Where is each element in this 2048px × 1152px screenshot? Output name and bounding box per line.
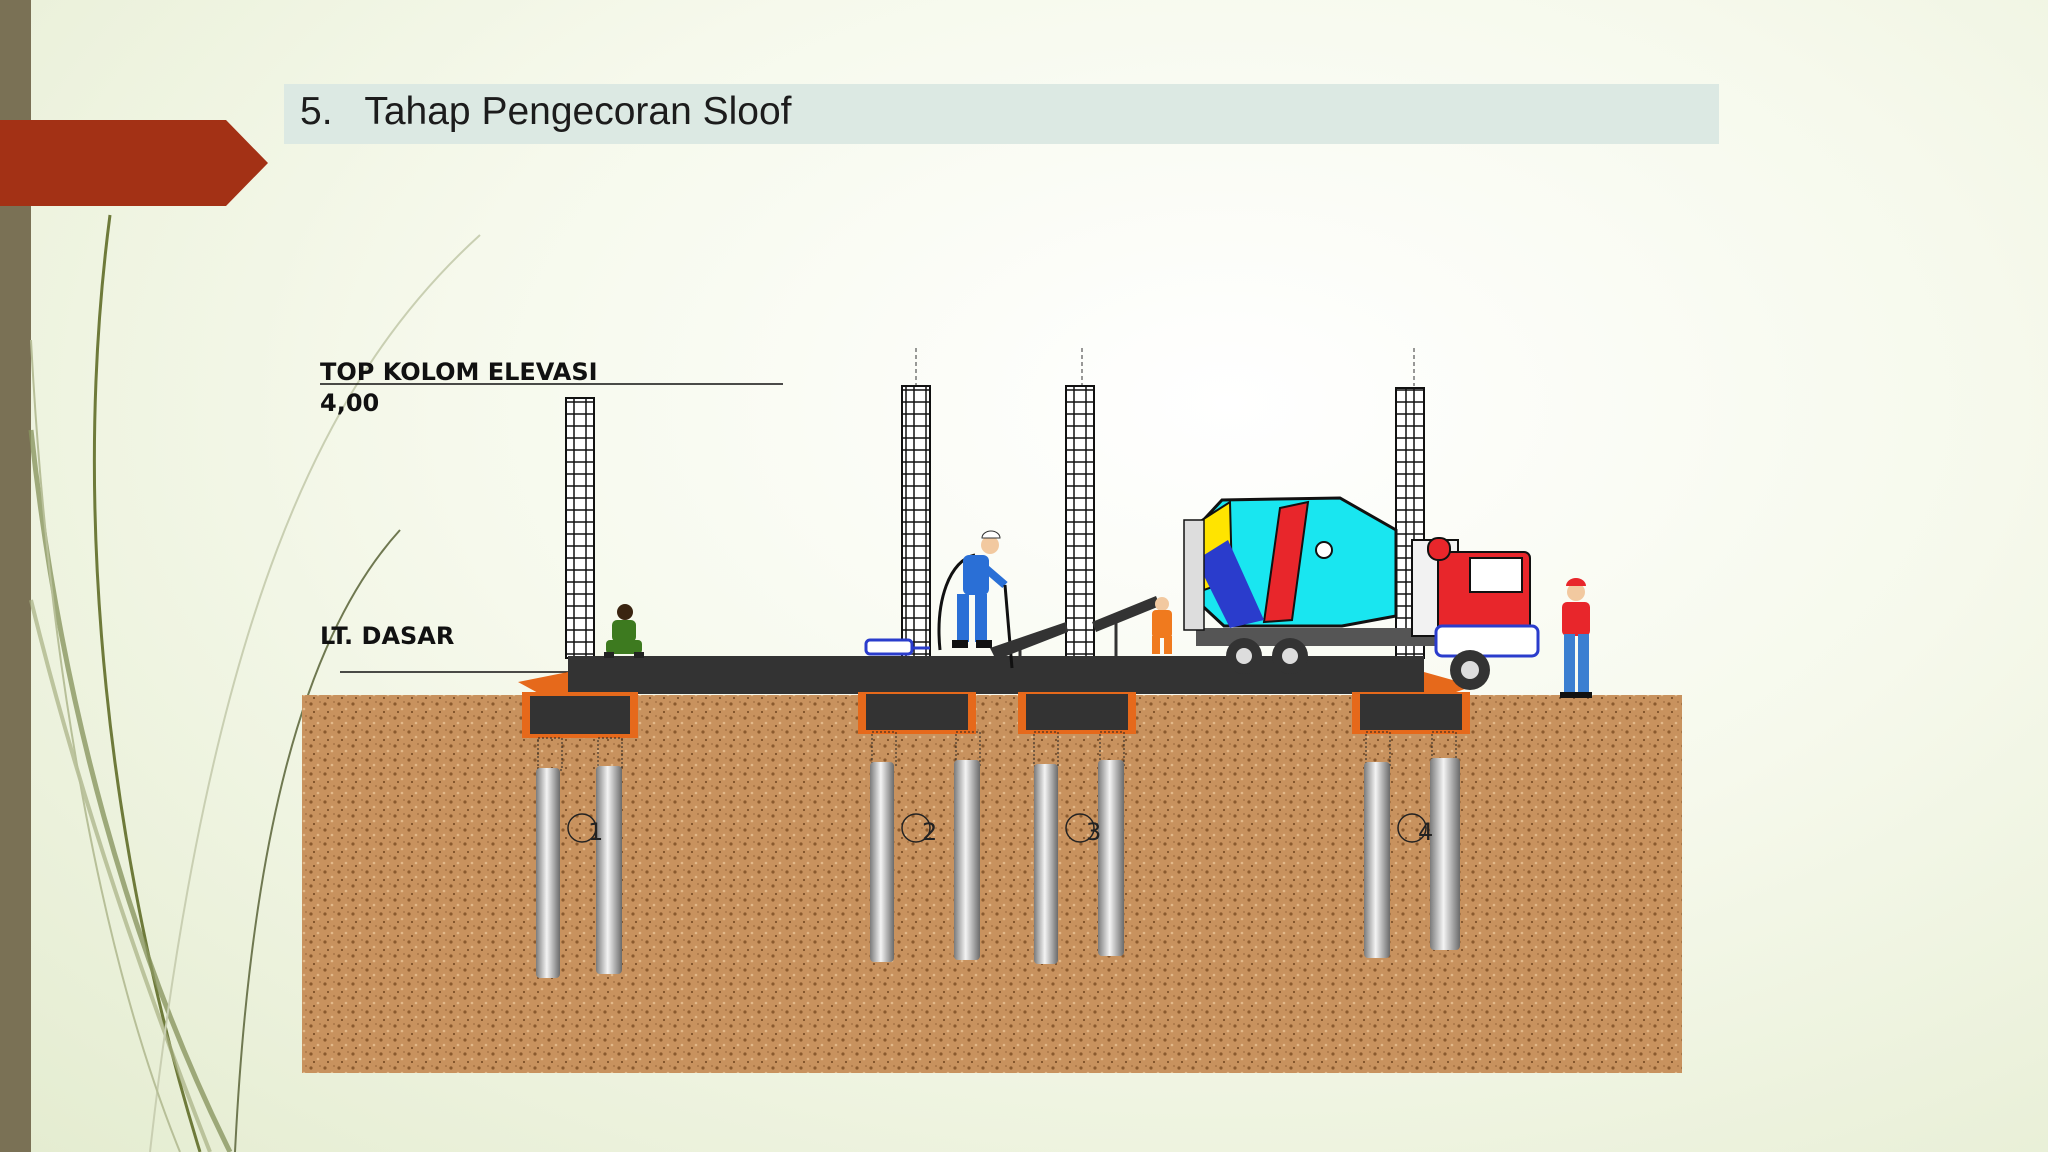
pile-label-3: 3 [1086,818,1101,846]
title-label: Tahap Pengecoran Sloof [364,90,792,133]
worker-vibrating-concrete-icon [937,530,1014,669]
concrete-vibrator-machine-icon [864,638,930,656]
title-arrow-marker [0,120,268,206]
concrete-chute [990,622,1068,660]
worker-sitting-icon [604,604,644,658]
pile-cap-1 [522,692,638,738]
pile-label-2: 2 [922,818,937,846]
title-bar [284,84,1719,144]
top-column-elevation-value: 4,00 [320,389,379,417]
pile-group-1 [536,737,623,978]
column-rebar-1 [565,397,595,659]
pile-cap-2 [858,692,976,734]
column-rebar-2 [901,385,931,659]
concrete-chute-upper [1092,596,1160,632]
pile-cap-4 [1352,692,1470,734]
concrete-mixer-truck-icon [1183,496,1540,690]
ground-floor-label: LT. DASAR [320,622,454,650]
pile-group-4 [1364,731,1460,958]
title-number: 5. [300,90,333,133]
formwork-left [518,672,568,694]
pile-cap-3 [1018,692,1136,734]
slide-title: 5. Tahap Pengecoran Sloof [300,90,792,134]
top-column-elevation-label: TOP KOLOM ELEVASI [320,358,598,386]
soil-ground [302,695,1682,1073]
pile-label-1: 1 [588,818,603,846]
worker-orange-icon [1152,597,1172,654]
pile-group-2 [870,731,981,962]
decorative-curves [28,214,481,1152]
column-rebar-3 [1065,385,1095,659]
pile-label-4: 4 [1418,818,1433,846]
supervisor-worker-icon [1560,578,1592,698]
formwork-right [1424,672,1474,694]
pile-group-3 [1033,731,1125,964]
